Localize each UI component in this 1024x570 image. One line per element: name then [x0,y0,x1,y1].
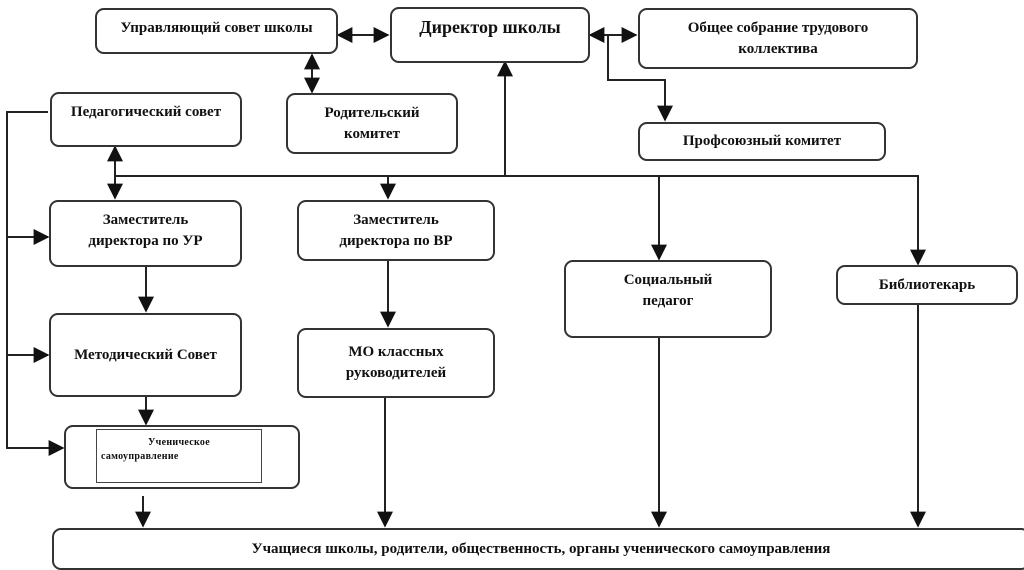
node-trade-union[interactable]: Профсоюзный комитет [638,122,886,161]
edge-director-tradeunion [607,35,673,122]
node-methodical-council[interactable]: Методический Совет [49,313,242,397]
node-librarian[interactable]: Библиотекарь [836,265,1018,305]
node-label-line2: самоуправление [101,451,179,462]
node-label: Библиотекарь [878,276,976,293]
node-student-self-gov-textbox: Ученическое самоуправление [96,429,262,483]
node-label-line2: коллектива [738,41,818,57]
node-label-line2: директора по ВР [339,233,453,249]
node-pedagogical-council[interactable]: Педагогический совет [50,92,242,147]
node-label-line1: Заместитель [102,212,189,228]
bus-line [115,175,919,264]
feedback-rail [6,111,65,456]
node-label-line2: руководителей [345,365,447,381]
node-label-line2: комитет [344,126,400,142]
node-parent-committee[interactable]: Родительский комитет [286,93,458,154]
node-label-line2: директора по УР [88,233,203,249]
node-label: Учащиеся школы, родители, общественность… [251,540,831,557]
node-director[interactable]: Директор школы [390,7,590,63]
node-label: Методический Совет [74,346,217,363]
node-social-pedagogue[interactable]: Социальный педагог [564,260,772,338]
node-general-assembly[interactable]: Общее собрание трудового коллектива [638,8,918,69]
node-deputy-vr[interactable]: Заместитель директора по ВР [297,200,495,261]
node-label-line2: педагог [642,293,694,309]
node-mo-class-teachers[interactable]: МО классных руководителей [297,328,495,398]
node-label-line1: МО классных [348,344,444,360]
node-label: Профсоюзный комитет [682,133,842,149]
node-label-line1: Социальный [623,272,713,288]
node-label: Управляющий совет школы [120,20,313,36]
node-label-line1: Родительский [324,105,420,121]
node-label-line1: Общее собрание трудового [687,20,869,36]
node-governing-council[interactable]: Управляющий совет школы [95,8,338,54]
node-stakeholders[interactable]: Учащиеся школы, родители, общественность… [52,528,1024,570]
node-label-line1: Ученическое [148,437,210,448]
node-label-line1: Заместитель [353,212,439,228]
node-label: Директор школы [419,17,561,37]
node-deputy-ur[interactable]: Заместитель директора по УР [49,200,242,267]
node-label: Педагогический совет [70,104,222,120]
